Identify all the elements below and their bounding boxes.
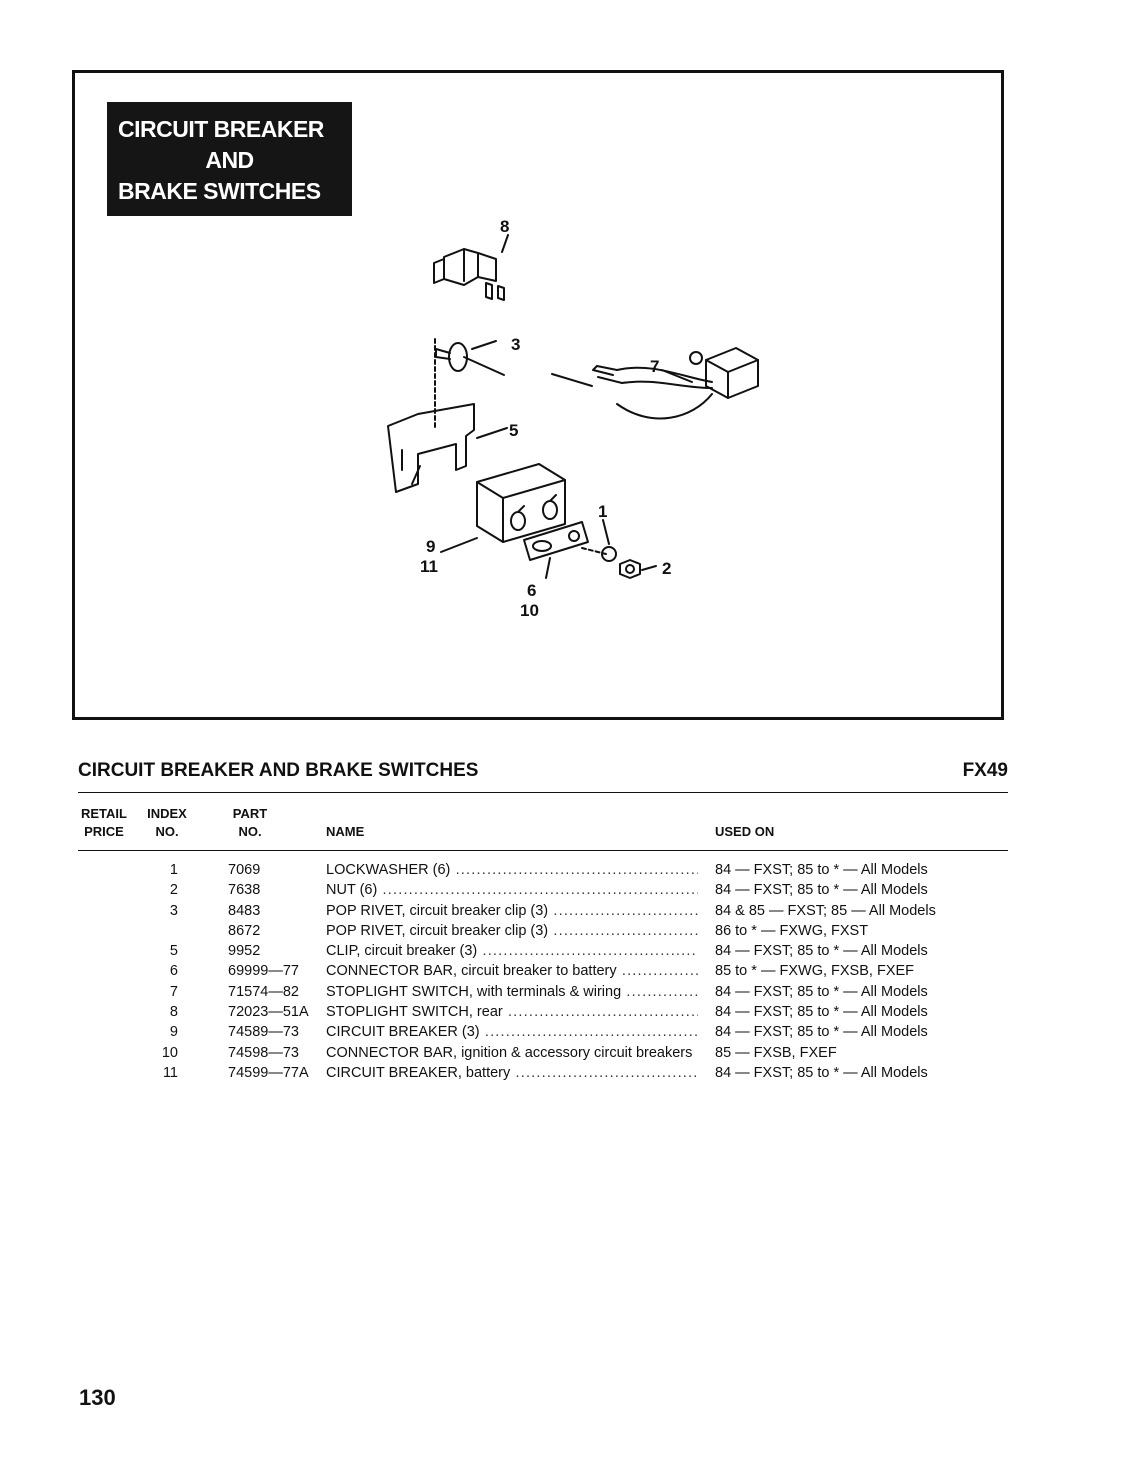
dot-leader: ........................................… [515,1064,698,1081]
name-cell: POP RIVET, circuit breaker clip (3) ....… [326,901,698,921]
callout-11: 11 [420,557,438,576]
callout-1: 1 [598,502,607,521]
dot-leader: ........................................… [382,882,698,899]
part-number-cell: 7069 [228,862,261,878]
name-cell: STOPLIGHT SWITCH, with terminals & wirin… [326,982,698,1002]
table-row: 7 71574—82 STOPLIGHT SWITCH, with terminal… [78,982,1008,1002]
callout-7: 7 [650,357,659,376]
part-number-cell: 74589—73 [228,1024,299,1041]
index-cell: 8 [169,1004,178,1021]
used-on-cell: 84 — FXST; 85 to * — All Models [715,1024,928,1041]
name-cell: CONNECTOR BAR, circuit breaker to batter… [326,961,698,981]
table-row: 10 74598—73 CONNECTOR BAR, ignition & acce… [78,1043,1008,1063]
table-row: 3 8483 POP RIVET, circuit breaker clip (3)… [78,901,1008,921]
table-row: 11 74599—77A CIRCUIT BREAKER, battery ....… [78,1063,1008,1083]
name-cell: NUT (6) ................................… [326,880,698,900]
part-number-cell: 71574—82 [228,983,299,1000]
name-cell: STOPLIGHT SWITCH, rear .................… [326,1002,698,1022]
exploded-parts-diagram: 8 3 7 5 1 9 11 6 10 2 [387,217,759,620]
header-rule [78,850,1008,851]
index-cell: 11 [162,1064,178,1081]
illustration-frame [72,70,1004,720]
part-number-cell: 8483 [228,902,261,919]
table-row: 1 7069 LOCKWASHER (6) ....................… [78,860,1008,880]
circuit-breaker-drawing [440,463,566,553]
parts-table: 1 7069 LOCKWASHER (6) ....................… [78,860,1008,1083]
table-row: 2 7638 NUT (6) ...........................… [78,880,1008,900]
index-cell: 5 [169,943,178,960]
dot-leader: ........................................… [621,963,698,980]
dot-leader: ........................................… [455,862,698,878]
dot-leader: ........................................… [553,902,698,919]
table-row: 6 69999—77 CONNECTOR BAR, circuit breaker … [78,961,1008,981]
header-part-no: PART NO. [232,806,268,839]
index-cell: 7 [169,983,178,1000]
used-on-cell: 84 — FXST; 85 to * — All Models [715,882,928,899]
callout-2: 2 [662,559,671,578]
stoplight-switch-rear-drawing [433,234,509,301]
part-number-cell: 69999—77 [228,963,299,980]
header-retail-price: RETAIL PRICE [81,806,127,839]
part-number-cell: 9952 [228,943,261,960]
used-on-cell: 84 — FXST; 85 to * — All Models [715,1004,928,1021]
dot-leader: ........................................… [507,1004,698,1021]
dot-leader: ........................................… [553,922,698,939]
used-on-cell: 84 — FXST; 85 to * — All Models [715,943,928,960]
section-rule [78,792,1008,793]
page-number: 130 [79,1385,116,1410]
name-cell: LOCKWASHER (6) .........................… [326,860,698,880]
index-cell: 2 [169,882,178,899]
pop-rivet-drawing [434,338,505,430]
circuit-breaker-clip-drawing [387,403,508,493]
dot-leader: ........................................… [626,983,698,1000]
used-on-cell: 85 — FXSB, FXEF [715,1044,837,1061]
used-on-cell: 85 to * — FXWG, FXSB, FXEF [715,963,915,980]
name-cell: CLIP, circuit breaker (3) ..............… [326,941,698,961]
callout-6: 6 [527,581,536,600]
lockwasher-nut-drawing [581,519,657,579]
used-on-cell: 84 & 85 — FXST; 85 — All Models [715,902,936,919]
figure-title-line-2: AND [205,147,254,173]
header-index-no: INDEX NO. [147,806,187,839]
used-on-cell: 84 — FXST; 85 to * — All Models [715,983,928,1000]
used-on-cell: 86 to * — FXWG, FXST [715,922,869,939]
callout-5: 5 [509,421,518,440]
name-cell: POP RIVET, circuit breaker clip (3) ....… [326,921,698,941]
stoplight-switch-wiring-drawing [551,347,759,420]
section-title: CIRCUIT BREAKER AND BRAKE SWITCHES [78,760,479,781]
callout-8: 8 [500,217,509,236]
index-cell: 3 [169,902,178,919]
part-number-cell: 74598—73 [228,1044,299,1061]
part-number-cell: 72023—51A [228,1004,309,1021]
table-row: 8672 POP RIVET, circuit breaker clip (3) … [78,921,1008,941]
figure-title-line-1: CIRCUIT BREAKER [118,116,324,142]
connector-bar-drawing [523,521,589,579]
header-name: NAME [326,824,365,839]
dot-leader: ........................................… [692,1045,699,1061]
name-cell: CIRCUIT BREAKER (3) ....................… [326,1022,698,1042]
dot-leader: ........................................… [482,943,698,960]
header-used-on: USED ON [715,824,775,839]
used-on-cell: 84 — FXST; 85 to * — All Models [715,862,928,878]
callout-9: 9 [426,537,435,556]
name-cell: CIRCUIT BREAKER, battery ...............… [326,1063,698,1083]
index-cell: 10 [161,1044,178,1061]
index-cell: 6 [169,963,178,980]
callout-3: 3 [511,335,520,354]
index-cell: 1 [169,862,178,878]
table-row: 5 9952 CLIP, circuit breaker (3) .........… [78,941,1008,961]
callout-10: 10 [520,601,539,620]
section-code: FX49 [962,760,1008,781]
index-cell: 9 [169,1024,178,1041]
part-number-cell: 8672 [228,922,261,939]
dot-leader: ........................................… [484,1024,698,1041]
figure-title-line-3: BRAKE SWITCHES [118,178,321,204]
table-row: 8 72023—51A STOPLIGHT SWITCH, rear .......… [78,1002,1008,1022]
part-number-cell: 74599—77A [228,1064,309,1081]
used-on-cell: 84 — FXST; 85 to * — All Models [715,1064,928,1081]
part-number-cell: 7638 [228,882,261,899]
figure-title-box: CIRCUIT BREAKER AND BRAKE SWITCHES [107,102,352,216]
name-cell: CONNECTOR BAR, ignition & accessory circ… [326,1043,698,1063]
table-row: 9 74589—73 CIRCUIT BREAKER (3) ...........… [78,1022,1008,1042]
